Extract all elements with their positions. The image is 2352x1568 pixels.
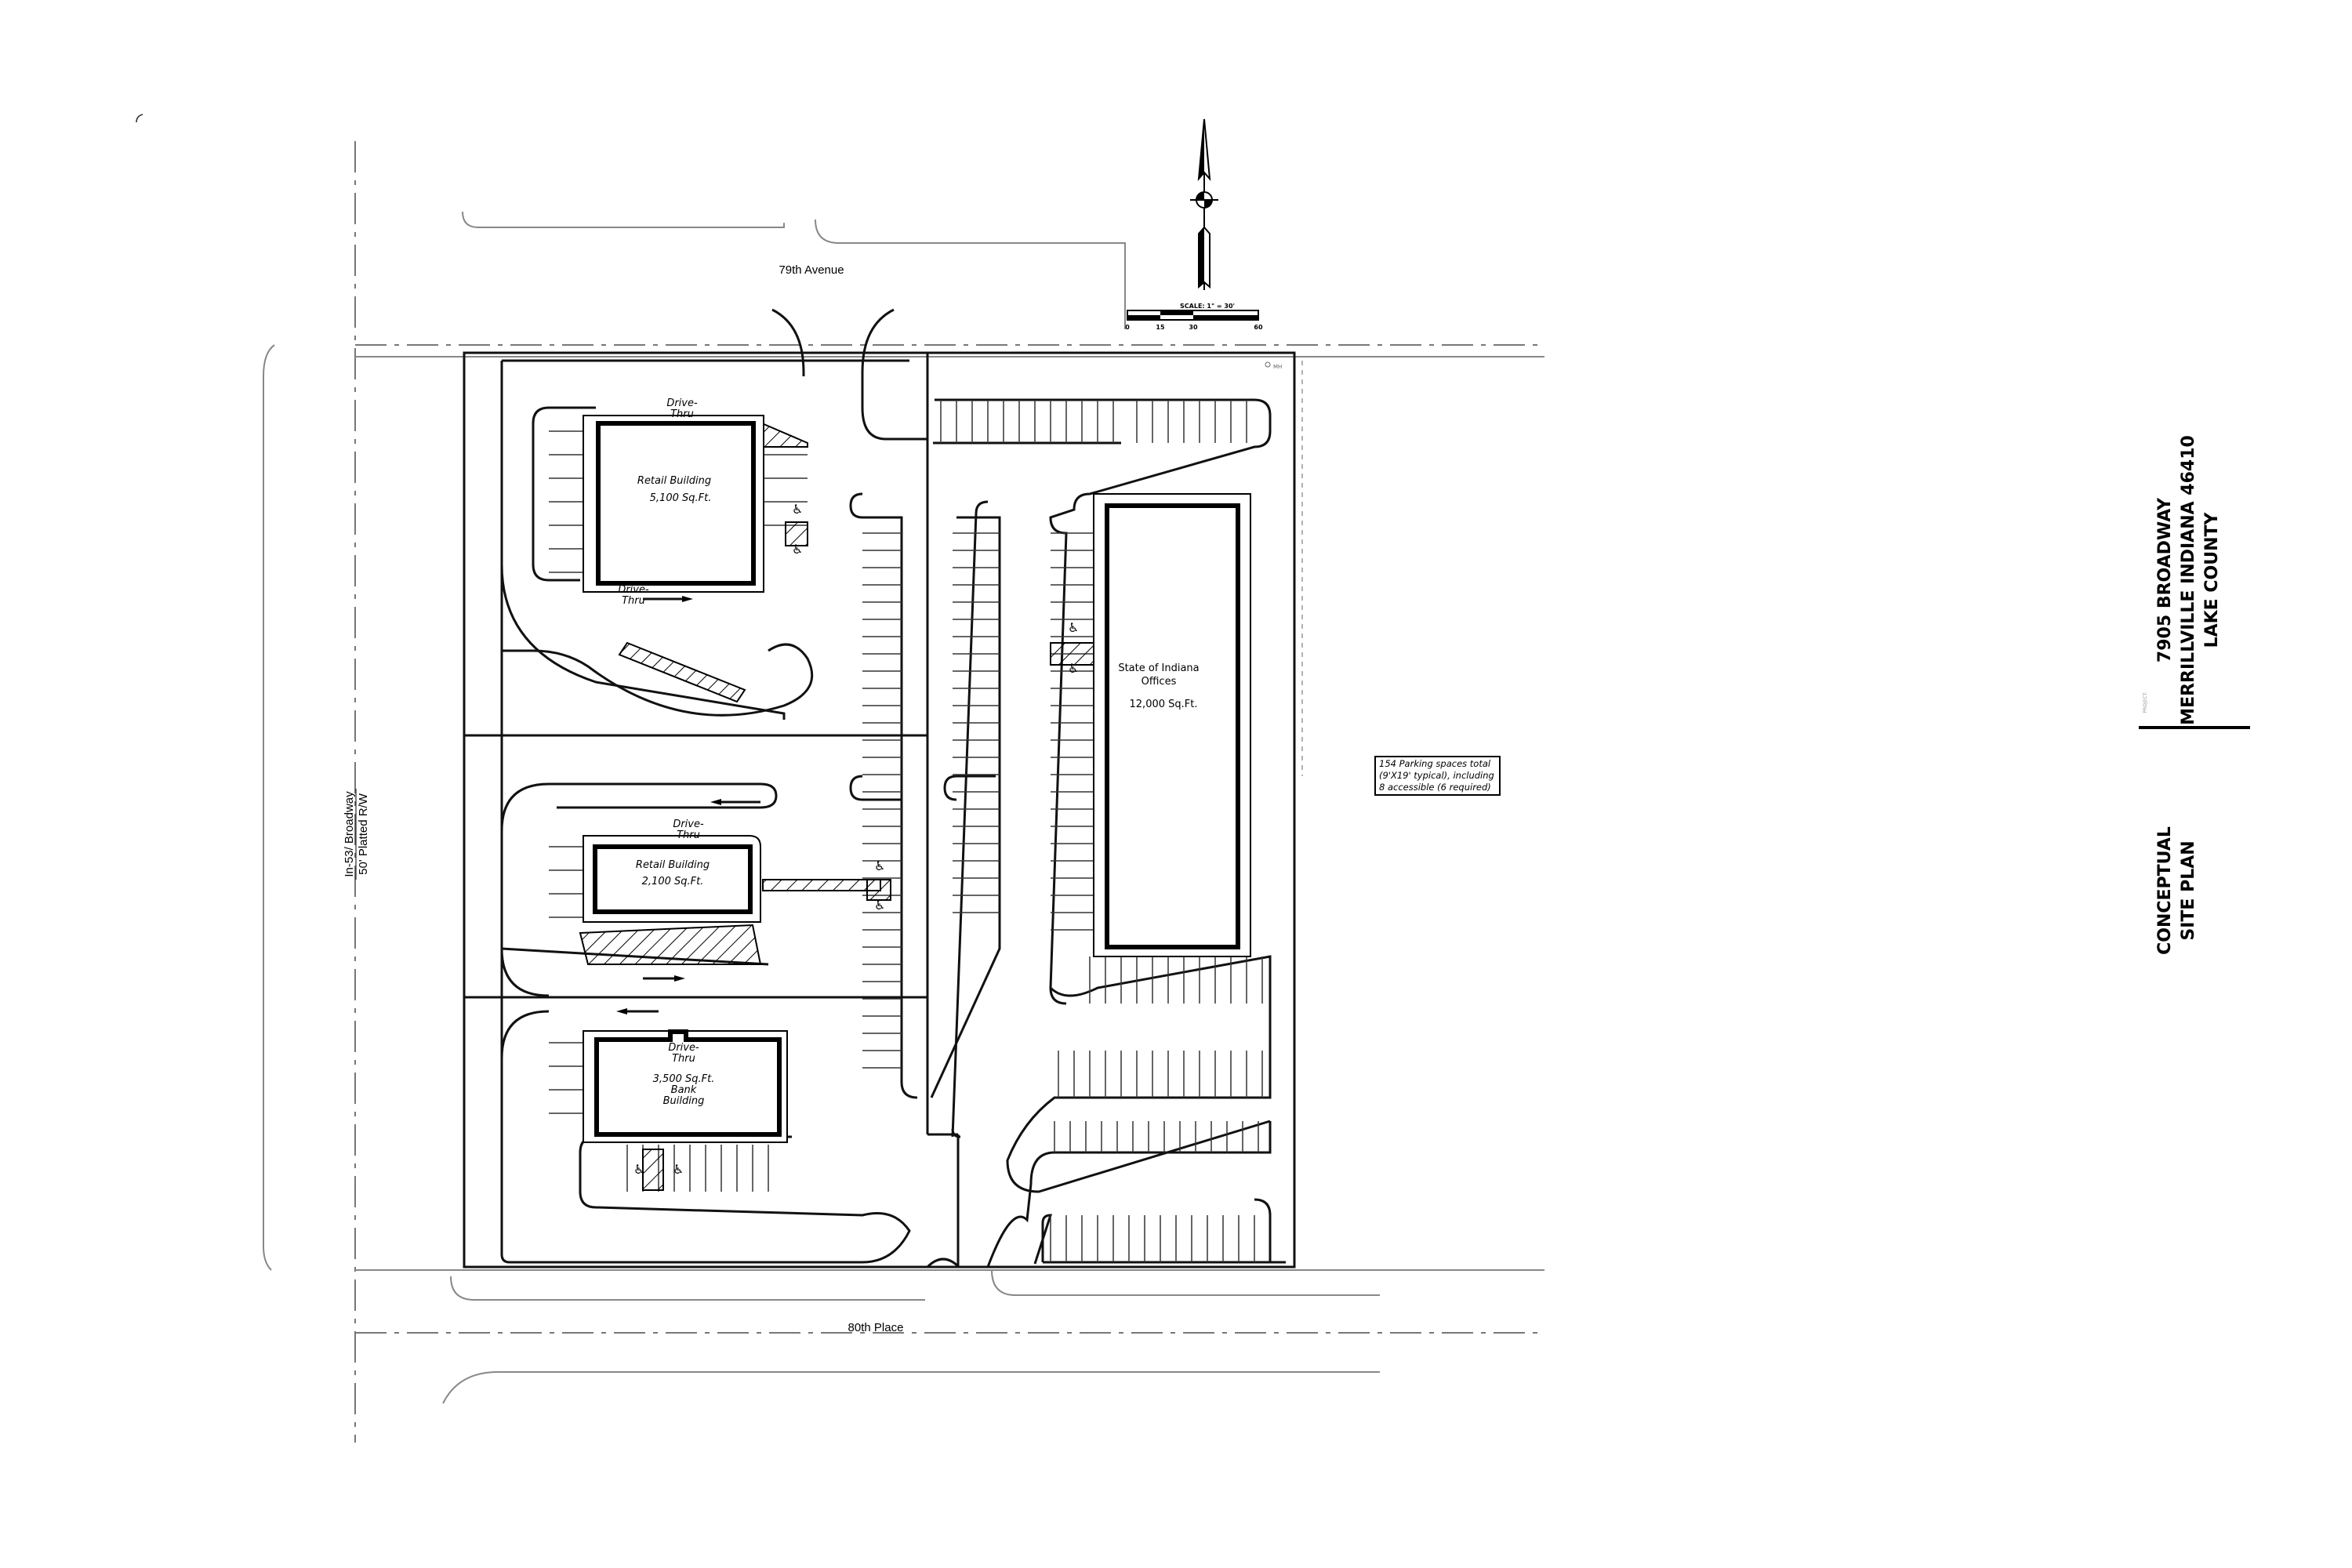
wheelchair-icon: ♿ — [874, 898, 885, 913]
drive-thru-label: Thru — [622, 595, 645, 607]
drive-thru-label: Drive- — [666, 397, 698, 409]
parking-stall-stripes — [549, 400, 1263, 1262]
drive-thru-label: Thru — [670, 408, 694, 420]
building-name: Building — [663, 1095, 705, 1107]
drive-thru-label: Thru — [677, 829, 700, 841]
accessible-aisles — [579, 422, 1098, 1191]
sheet-title-line-2: SITE PLAN — [2179, 840, 2198, 940]
sheet-title-line-1: CONCEPTUAL — [2155, 826, 2175, 955]
building-name: Bank — [671, 1084, 697, 1096]
drive-thru-label: Drive- — [618, 584, 649, 596]
wheelchair-icon: ♿ — [874, 858, 885, 873]
building-area: 3,500 Sq.Ft. — [653, 1073, 715, 1085]
scale-bar: SCALE: 1" = 30' 0 15 30 60 — [1125, 303, 1263, 331]
building-name: State of Indiana — [1118, 662, 1199, 674]
building-area: 12,000 Sq.Ft. — [1130, 699, 1198, 710]
accessible-parking-symbols: ♿ ♿ ♿ ♿ ♿ ♿ ♿ ♿ — [633, 502, 1079, 1177]
building-area: 5,100 Sq.Ft. — [650, 492, 712, 504]
retail-building-5100 — [583, 415, 764, 593]
svg-text:In-53/ Broadway: In-53/ Broadway — [343, 791, 356, 877]
svg-text:8 accessible (6 required): 8 accessible (6 required) — [1379, 782, 1491, 793]
wheelchair-icon: ♿ — [792, 502, 803, 517]
building-name: Retail Building — [636, 859, 710, 871]
wheelchair-icon: ♿ — [633, 1162, 644, 1177]
project-label: PROJECT: — [2143, 691, 2148, 713]
north-arrow-icon — [1190, 118, 1218, 290]
svg-text:154 Parking spaces total: 154 Parking spaces total — [1379, 758, 1491, 769]
retail-building-2100 — [583, 835, 761, 923]
svg-text:30: 30 — [1189, 324, 1198, 331]
address-line-2: MERRILLVILLE INDIANA 46410 — [2179, 435, 2198, 725]
state-offices-building — [1093, 493, 1251, 957]
building-name: Retail Building — [637, 475, 711, 487]
building-area: 2,100 Sq.Ft. — [642, 876, 704, 887]
right-of-way-lines — [354, 141, 1544, 1443]
wheelchair-icon: ♿ — [1068, 661, 1079, 676]
svg-text:0: 0 — [1125, 324, 1130, 331]
drive-thru-label: Thru — [672, 1053, 695, 1065]
drive-thru-label: Drive- — [673, 818, 704, 830]
parking-note: 154 Parking spaces total (9'X19' typical… — [1374, 756, 1501, 796]
manhole-markers: MH — [1265, 361, 1303, 776]
wheelchair-icon: ♿ — [1068, 620, 1079, 635]
address-line-3: LAKE COUNTY — [2202, 512, 2222, 648]
street-label-79th-avenue: 79th Avenue — [779, 263, 844, 277]
corner-mark — [136, 114, 143, 123]
svg-text:50' Platted R/W: 50' Platted R/W — [357, 793, 370, 875]
entrance-drives — [771, 308, 960, 1269]
svg-text:SCALE: 1" = 30': SCALE: 1" = 30' — [1180, 303, 1235, 310]
street-curbs — [263, 211, 1380, 1404]
lot-dividers — [464, 353, 960, 1267]
svg-text:(9'X19' typical), including: (9'X19' typical), including — [1379, 770, 1494, 781]
traffic-arrow-head — [682, 596, 693, 602]
svg-text:MH: MH — [1273, 364, 1282, 370]
title-block: PROJECT: 7905 BROADWAY MERRILLVILLE INDI… — [2139, 435, 2250, 955]
street-label-80th-place: 80th Place — [848, 1321, 904, 1334]
wheelchair-icon: ♿ — [792, 542, 803, 557]
building-name: Offices — [1142, 676, 1177, 688]
property-boundary — [463, 351, 1296, 1269]
drive-thru-label: Drive- — [668, 1042, 699, 1054]
traffic-arrows — [616, 799, 760, 1014]
svg-text:60: 60 — [1254, 324, 1263, 331]
address-line-1: 7905 BROADWAY — [2155, 497, 2175, 662]
wheelchair-icon: ♿ — [673, 1162, 684, 1177]
street-label-broadway: In-53/ Broadway 50' Platted R/W — [343, 789, 370, 880]
bank-building — [583, 1029, 788, 1143]
svg-text:15: 15 — [1156, 324, 1165, 331]
